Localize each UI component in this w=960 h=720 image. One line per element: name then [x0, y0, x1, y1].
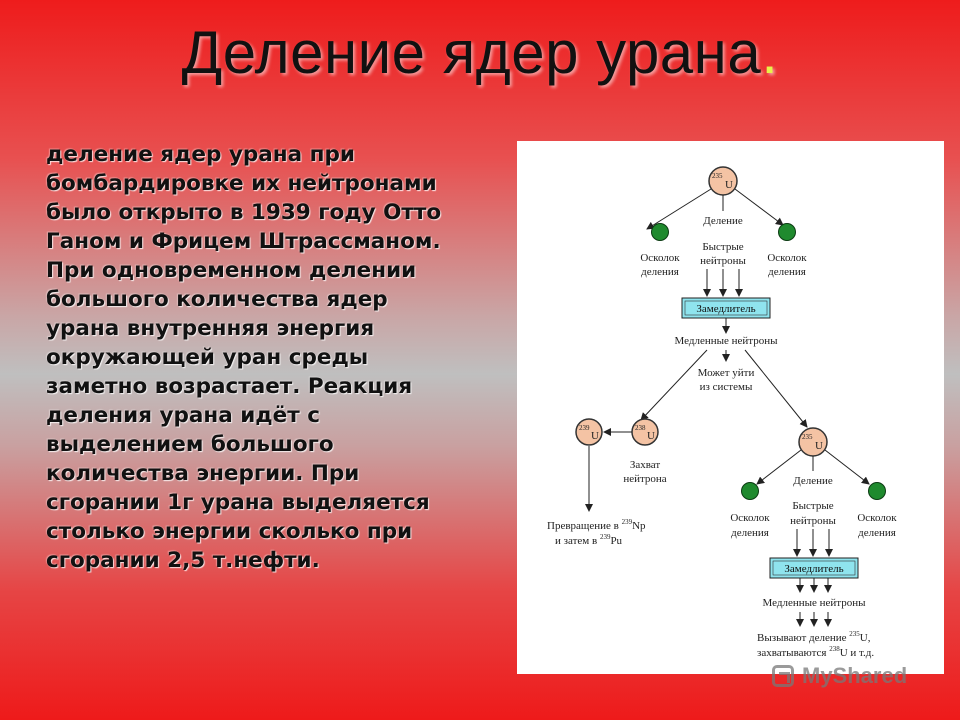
conversion-line-1: Превращение в 239Np — [547, 518, 646, 532]
arrow-to-second-nucleus — [744, 349, 808, 428]
moderator-box-1-inner — [684, 300, 768, 316]
may-escape-label-b: из системы — [700, 381, 753, 393]
fragment-label-left-1b: деления — [641, 266, 679, 278]
moderator-label-1: Замедлитель — [696, 303, 755, 315]
slow-neutrons-label-2: Медленные нейтроны — [762, 597, 866, 609]
fission-label-1: Деление — [703, 215, 743, 227]
myshared-logo-icon — [772, 665, 794, 687]
fast-neutrons-label-2a: Быстрые — [792, 500, 833, 512]
fragment-right-1 — [778, 223, 796, 241]
arrow-to-left-fragment-2 — [756, 449, 802, 485]
u235-top-symbol: U — [725, 179, 733, 191]
slide-title-text: Деление ядер урана — [181, 19, 762, 86]
final-line-2: захватываются 238U и т.д. — [757, 645, 874, 659]
arrow-to-left-fragment — [646, 188, 712, 230]
u239-mass: 239 — [579, 424, 590, 432]
u239-symbol: U — [591, 430, 599, 442]
arrow-to-capture-left — [640, 349, 708, 421]
fragment-label-right-2a: Осколок — [857, 512, 897, 524]
fragment-label-left-1a: Осколок — [640, 252, 680, 264]
moderator-label-2: Замедлитель — [784, 563, 843, 575]
fast-neutrons-label-2b: нейтроны — [790, 515, 836, 527]
capture-label-b: нейтрона — [623, 473, 666, 485]
arrow-to-right-fragment-2 — [824, 449, 870, 485]
slow-neutrons-label-1: Медленные нейтроны — [674, 335, 778, 347]
fragment-left-2 — [741, 482, 759, 500]
fast-neutrons-label-1a: Быстрые — [702, 241, 743, 253]
fragment-left-1 — [651, 223, 669, 241]
conversion-line-1-mass: 239 — [622, 518, 633, 526]
moderator-box-2-inner — [772, 560, 856, 576]
u235-second-symbol: U — [815, 440, 823, 452]
fission-diagram: 235 U Деление Быстрые нейтроны Осколок д… — [547, 166, 897, 659]
conversion-line-1-symbol: Np — [632, 520, 646, 532]
arrow-to-right-fragment — [734, 188, 784, 226]
final-line-2-text: захватываются — [757, 647, 829, 659]
final-line-2-mass: 238 — [829, 645, 840, 653]
conversion-line-2-text: и затем в — [555, 535, 600, 547]
myshared-watermark: MyShared — [772, 660, 907, 692]
slide-title: Деление ядер урана. — [0, 18, 960, 87]
final-line-2-symbol: U и т.д. — [840, 647, 875, 659]
fragment-label-right-1b: деления — [768, 266, 806, 278]
may-escape-label-a: Может уйти — [698, 367, 755, 379]
conversion-line-2-symbol: Pu — [610, 535, 622, 547]
final-line-1-text: Вызывают деление — [757, 632, 849, 644]
slide-title-dot: . — [761, 19, 779, 86]
fast-neutrons-label-1b: нейтроны — [700, 255, 746, 267]
fragment-right-2 — [868, 482, 886, 500]
fission-label-2: Деление — [793, 475, 833, 487]
u238-mass: 238 — [635, 424, 646, 432]
conversion-line-1-text: Превращение в — [547, 520, 622, 532]
u238-symbol: U — [647, 430, 655, 442]
fragment-label-left-2a: Осколок — [730, 512, 770, 524]
fragment-label-left-2b: деления — [731, 527, 769, 539]
u235-second-mass: 235 — [802, 433, 813, 441]
fragment-label-right-2b: деления — [858, 527, 896, 539]
final-line-1-symbol: U, — [860, 632, 871, 644]
capture-label-a: Захват — [630, 459, 661, 471]
final-line-1: Вызывают деление 235U, — [757, 630, 871, 644]
final-line-1-mass: 235 — [849, 630, 860, 638]
slide-body-text: деление ядер урана при бомбардировке их … — [46, 142, 442, 573]
conversion-line-2: и затем в 239Pu — [555, 533, 623, 547]
fission-diagram-panel: 235 U Деление Быстрые нейтроны Осколок д… — [517, 141, 944, 674]
watermark-text: MyShared — [802, 663, 908, 688]
u239-nucleus — [575, 418, 603, 446]
u235-top-mass: 235 — [712, 172, 723, 180]
fragment-label-right-1a: Осколок — [767, 252, 807, 264]
conversion-line-2-mass: 239 — [600, 533, 611, 541]
